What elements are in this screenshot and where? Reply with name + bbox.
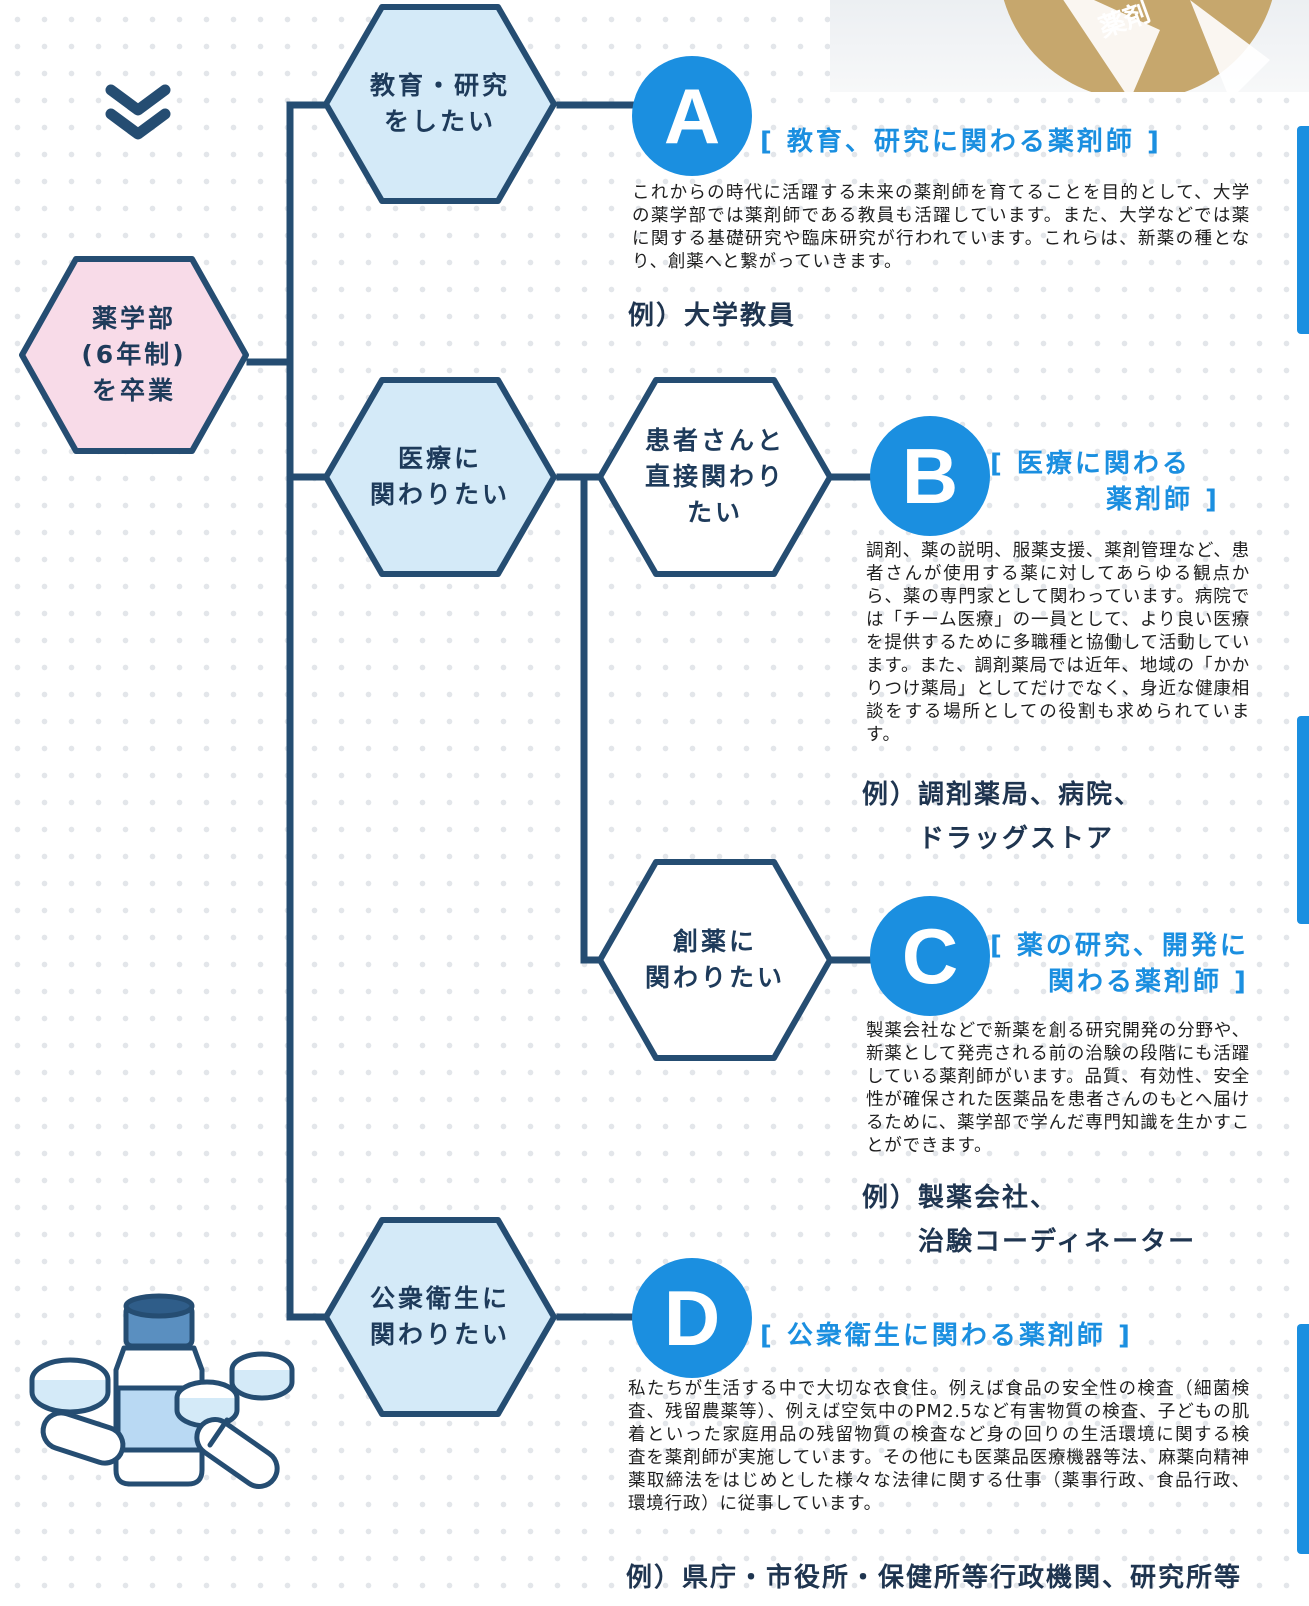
career-c-title: [ 薬の研究、開発に 関わる薬剤師 ] [990, 931, 1249, 997]
branch-label: 医療に 関わりたい [369, 444, 510, 509]
side-tab [1297, 126, 1309, 334]
branch-label: 公衆衛生に 関わりたい [369, 1284, 510, 1349]
start-node-label: 薬学部 (6年制) を卒業 [81, 304, 187, 405]
side-tab [1297, 716, 1309, 924]
career-d-example: 例）県庁・市役所・保健所等行政機関、研究所等 [626, 1563, 1243, 1593]
career-b-badge: B [870, 416, 990, 536]
career-d-title: [ 公衆衛生に関わる薬剤師 ] [760, 1321, 1133, 1351]
sub-branch-patients: 患者さんと 直接関わり たい [596, 376, 834, 578]
career-b-title: [ 医療に関わる 薬剤師 ] [990, 449, 1220, 515]
double-chevron-down-icon [105, 84, 171, 140]
side-tab [1297, 1324, 1309, 1554]
branch-medical: 医療に 関わりたい [322, 376, 558, 578]
start-node-hexagon: 薬学部 (6年制) を卒業 [18, 255, 250, 455]
medicine-bottle-pills-illustration [29, 1293, 295, 1489]
career-d-badge: D [632, 1258, 752, 1378]
career-a-example: 例）大学教員 [628, 301, 797, 331]
career-a-description: これからの時代に活躍する未来の薬剤師を育てることを目的として、大学の薬学部では薬… [632, 183, 1250, 272]
career-d-description: 私たちが生活する中で大切な衣食住。例えば食品の安全性の検査（細菌検査、残留農薬等… [628, 1379, 1250, 1514]
career-a-badge: A [632, 56, 752, 176]
career-a-title: [ 教育、研究に関わる薬剤師 ] [760, 127, 1162, 157]
career-c-badge: C [870, 896, 990, 1016]
sub-branch-label: 創薬に 関わりたい [644, 927, 785, 992]
sub-branch-drug-discovery: 創薬に 関わりたい [596, 858, 834, 1062]
career-c-example: 例）製薬会社、 治験コーディネーター [862, 1183, 1197, 1257]
career-c-description: 製薬会社などで新薬を創る研究開発の分野や、新薬として発売される前の治験の段階にも… [866, 1021, 1250, 1156]
branch-label: 教育・研究 をしたい [369, 71, 510, 136]
sub-branch-label: 患者さんと 直接関わり たい [644, 426, 785, 527]
branch-education-research: 教育・研究 をしたい [322, 3, 558, 205]
seal-decoration: 薬剤 [830, 0, 1309, 92]
career-b-description: 調剤、薬の説明、服薬支援、薬剤管理など、患者さんが使用する薬に対してあらゆる観点… [866, 541, 1250, 745]
branch-public-health: 公衆衛生に 関わりたい [322, 1216, 558, 1418]
career-b-example: 例）調剤薬局、病院、 ドラッグストア [862, 780, 1143, 854]
